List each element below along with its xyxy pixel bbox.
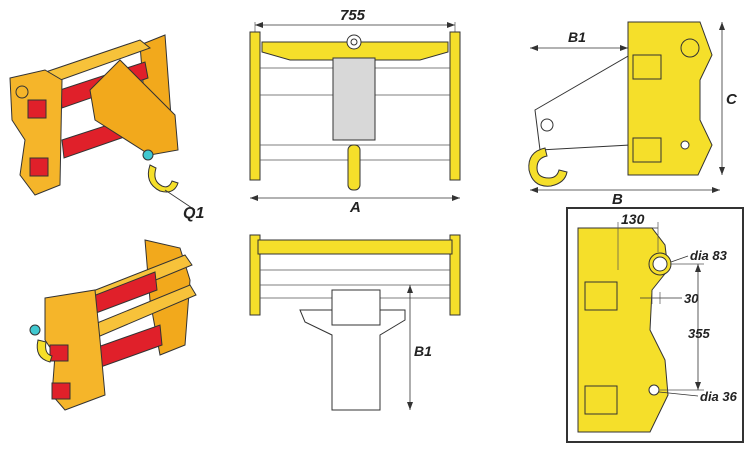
dim-a-arrow-left	[250, 195, 258, 201]
dim-755-arrow-right	[447, 22, 455, 28]
dim-b-arrow-left	[530, 187, 538, 193]
detail-hole-dia36	[648, 384, 660, 396]
side-view-square-lower	[632, 137, 662, 163]
detail-square-upper	[584, 281, 618, 311]
side-view-arm	[534, 54, 631, 151]
front-view-center-body	[299, 309, 406, 411]
iso-top-front-square-lower	[29, 157, 49, 177]
side-view-hook	[528, 147, 568, 187]
detail-square-lower	[584, 385, 618, 415]
dim-dia36-leader	[658, 391, 699, 397]
dim-755-arrow-left	[255, 22, 263, 28]
dim-b-label: B	[612, 191, 623, 208]
dim-dia36-label: dia 36	[700, 389, 738, 404]
iso-bottom-pin	[29, 324, 41, 336]
front-view: B1	[249, 234, 461, 411]
top-view-right-rail	[449, 31, 461, 181]
iso-top-front-square-upper	[27, 99, 47, 119]
side-view-hole-small	[680, 140, 690, 150]
side-view: B1 C B	[528, 21, 738, 208]
dim-b1-top-arrow-left	[530, 45, 538, 51]
iso-bottom-hook	[36, 339, 53, 363]
dim-c-arrow-top	[719, 22, 725, 30]
dim-30-label: 30	[684, 291, 699, 306]
detail-plate-box: 130 dia 83 30 355 dia 36	[566, 207, 744, 443]
detail-plate	[577, 227, 669, 433]
dim-c-label: C	[726, 91, 738, 108]
top-view-hook	[347, 144, 361, 191]
side-view-square-upper	[632, 54, 662, 80]
iso-bottom-front-square-upper	[49, 344, 69, 362]
side-view-hole-large	[680, 38, 700, 58]
dim-c-arrow-bottom	[719, 167, 725, 175]
dim-b1-top-label: B1	[568, 29, 586, 45]
dim-b1-front-arrow-top	[407, 285, 413, 293]
front-view-right-rail	[449, 234, 461, 316]
dim-755-label: 755	[340, 7, 366, 24]
iso-bottom-front-square-lower	[51, 382, 71, 400]
dim-a-label: A	[349, 199, 361, 216]
top-view-top-bar	[261, 41, 449, 61]
top-view-center-block	[332, 57, 376, 141]
iso-top-front-plate	[9, 69, 63, 196]
iso-top-pin	[142, 149, 154, 161]
top-view-left-rail	[249, 31, 261, 181]
top-view-lifting-eye-hole	[350, 38, 358, 46]
iso-top-front-hole	[15, 85, 29, 99]
dim-b1-front-arrow-bottom	[407, 402, 413, 410]
front-view-left-rail	[249, 234, 261, 316]
dim-355-label: 355	[688, 326, 710, 341]
q1-leader-line	[164, 189, 196, 211]
front-view-top-bar	[257, 239, 453, 255]
top-view: 755 A	[249, 7, 461, 216]
iso-top-hook	[147, 164, 179, 193]
iso-view-top: Q1	[9, 34, 204, 222]
front-view-center-plate	[331, 289, 381, 326]
side-view-eye	[540, 118, 554, 132]
dim-130-label: 130	[621, 211, 645, 227]
q1-label: Q1	[183, 205, 204, 222]
dim-b1-front-label: B1	[414, 343, 432, 359]
iso-bottom-front-plate	[44, 289, 106, 411]
dim-b1-top-arrow-right	[620, 45, 628, 51]
dim-b-arrow-right	[712, 187, 720, 193]
iso-top-wedge	[89, 59, 179, 156]
dim-a-arrow-right	[452, 195, 460, 201]
dim-dia83-label: dia 83	[690, 248, 728, 263]
detail-hole-dia83-inner	[652, 256, 668, 272]
dim-dia83-leader	[670, 255, 689, 263]
iso-view-bottom	[29, 239, 197, 411]
dim-355-arrow-bottom	[695, 382, 701, 390]
dim-355-arrow-top	[695, 264, 701, 272]
